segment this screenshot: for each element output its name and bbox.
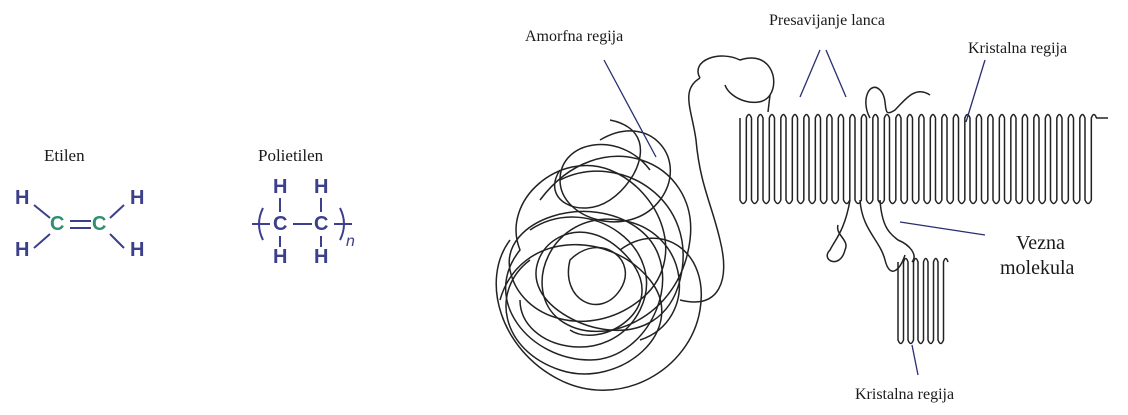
chain-folding-label: Presavijanje lanca (769, 12, 885, 30)
crystalline-lamellae-bottom (898, 259, 948, 344)
lamella-bottom (898, 259, 948, 344)
crystalline-region-label-top: Kristalna regija (968, 40, 1067, 58)
polyethylene-bonds (252, 198, 352, 247)
lamella-top (740, 115, 1097, 204)
ethylene-bonds (34, 205, 124, 248)
amorphous-coil (496, 56, 774, 390)
tie-molecule-label-line1: Vezna (1016, 232, 1065, 255)
tie-molecule-label-line2: molekula (1000, 257, 1074, 280)
amorphous-region-label: Amorfna regija (525, 28, 623, 46)
crystalline-region-label-bottom: Kristalna regija (855, 386, 954, 404)
crystalline-lamellae-top (740, 115, 1108, 204)
